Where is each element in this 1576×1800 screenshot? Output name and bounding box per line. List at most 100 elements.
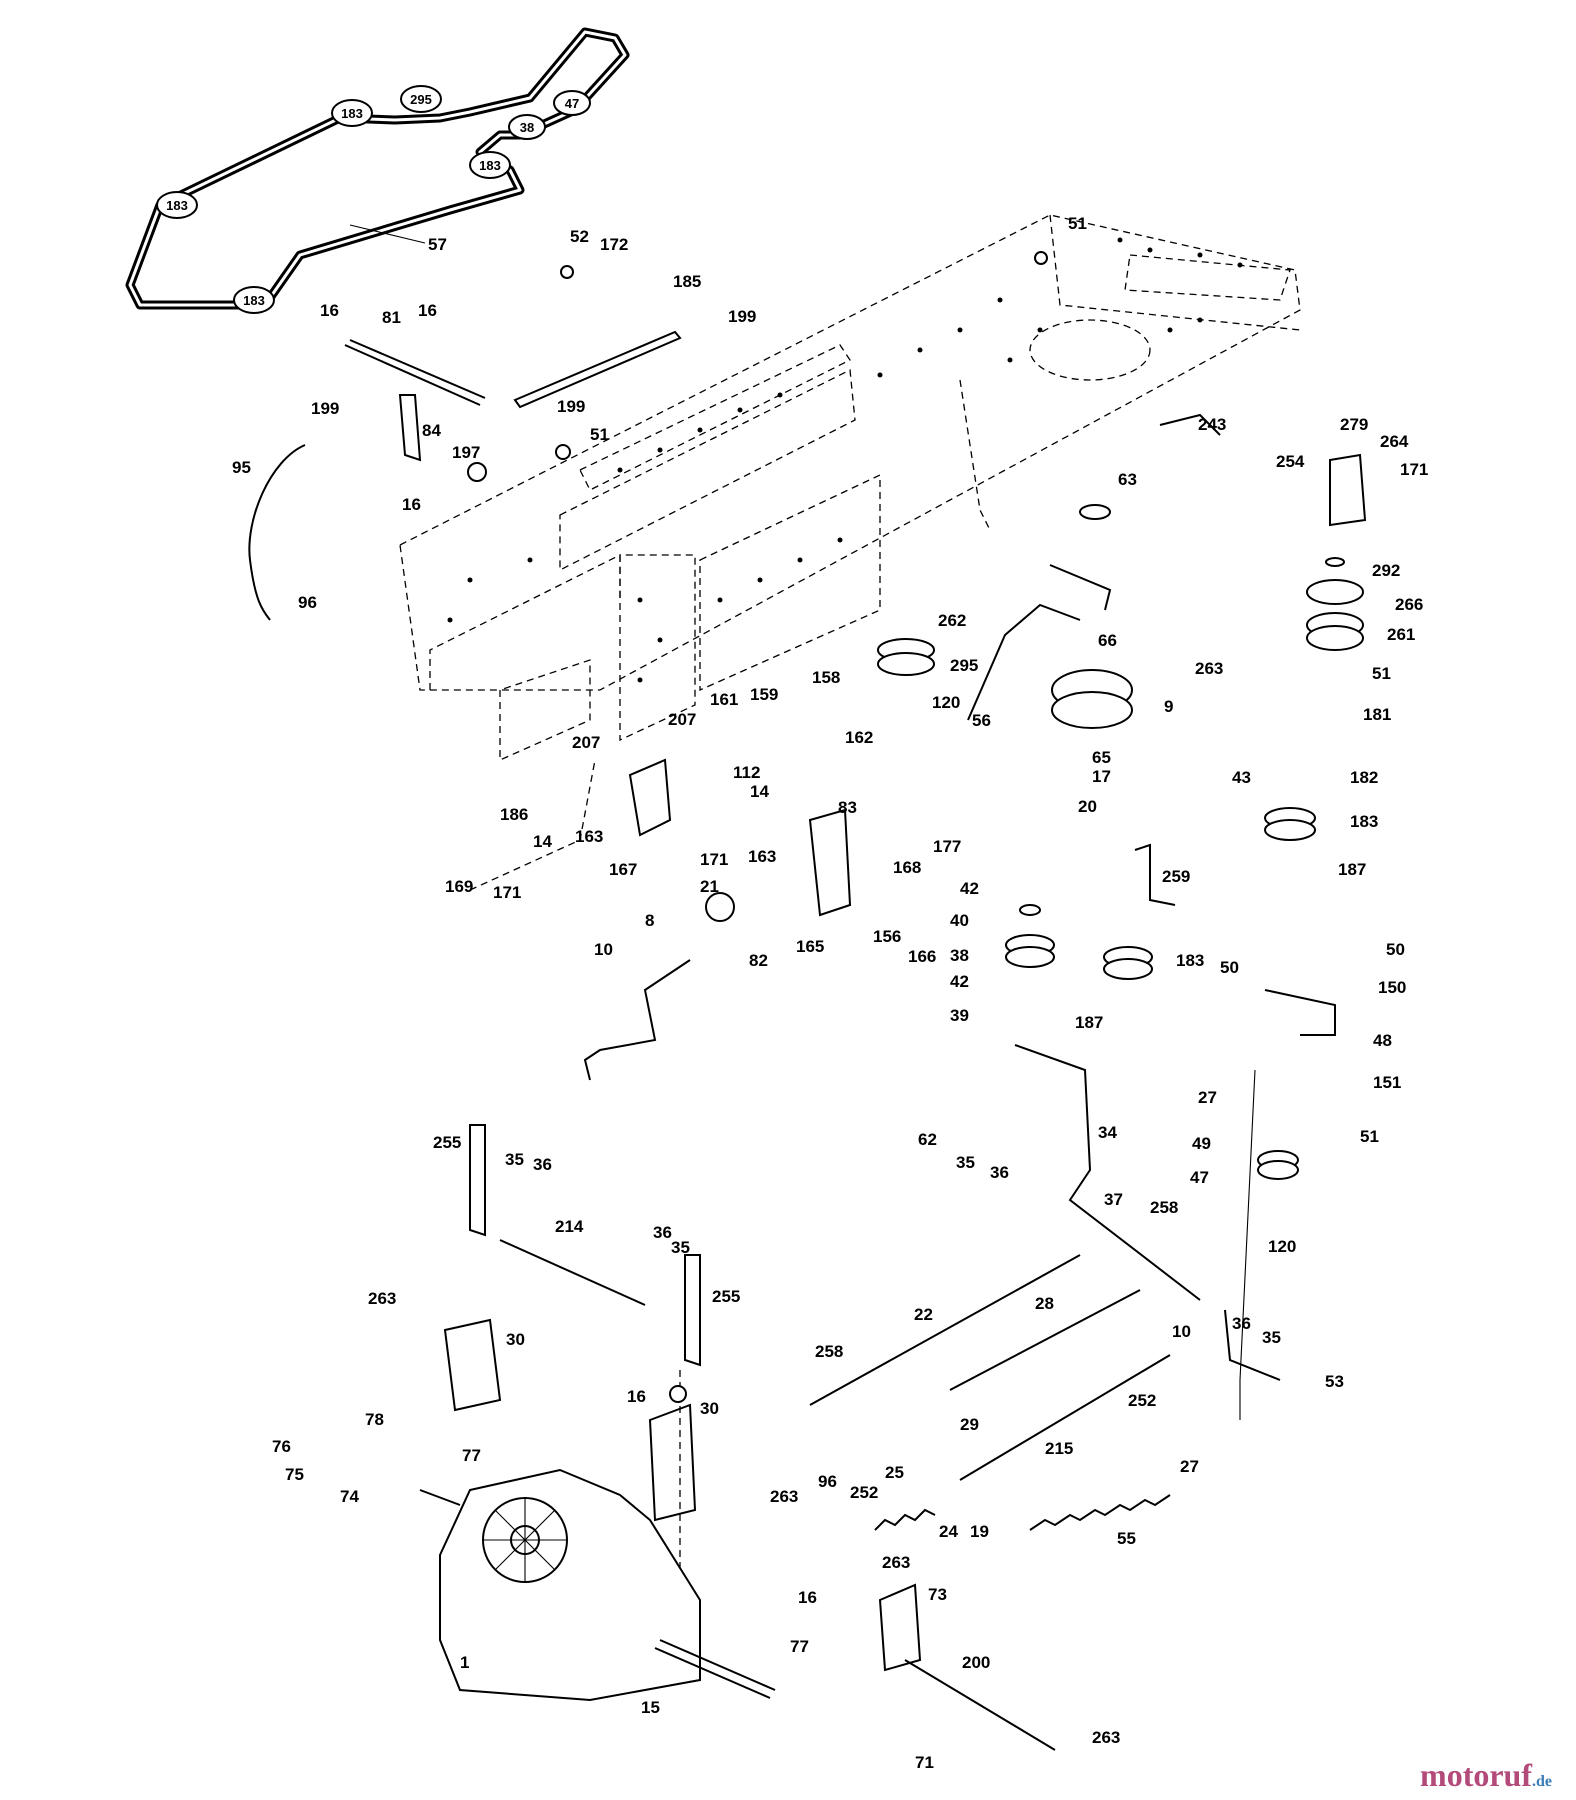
part-label: 199 — [557, 397, 585, 416]
part-label: 50 — [1220, 958, 1239, 977]
part-label: 53 — [1325, 1372, 1344, 1391]
part-label: 172 — [600, 235, 628, 254]
part-label: 254 — [1276, 452, 1305, 471]
part-label: 1 — [460, 1653, 469, 1672]
pulleys — [705, 504, 1364, 1180]
part-label: 214 — [555, 1217, 584, 1236]
part-label: 83 — [838, 798, 857, 817]
part-label: 51 — [590, 425, 609, 444]
part-label: 14 — [533, 832, 552, 851]
pulley-label: 183 — [166, 198, 188, 213]
part-label: 183 — [1176, 951, 1204, 970]
part-label: 279 — [1340, 415, 1368, 434]
part-label: 16 — [798, 1588, 817, 1607]
springs — [874, 1494, 1171, 1531]
part-label: 150 — [1378, 978, 1406, 997]
pulley-label: 183 — [341, 106, 363, 121]
part-label: 112 — [733, 763, 760, 782]
part-label: 151 — [1373, 1073, 1401, 1092]
part-label: 74 — [340, 1487, 359, 1506]
part-label: 186 — [500, 805, 528, 824]
part-label: 258 — [815, 1342, 843, 1361]
part-label: 263 — [882, 1553, 910, 1572]
part-label: 165 — [796, 937, 824, 956]
part-label: 266 — [1395, 595, 1423, 614]
part-label: 27 — [1180, 1457, 1199, 1476]
part-label: 158 — [812, 668, 840, 687]
part-label: 66 — [1098, 631, 1117, 650]
part-label: 8 — [645, 911, 654, 930]
part-label: 55 — [1117, 1529, 1136, 1548]
part-label: 259 — [1162, 867, 1190, 886]
part-label: 171 — [1400, 460, 1428, 479]
part-label: 182 — [1350, 768, 1378, 787]
part-label: 75 — [285, 1465, 304, 1484]
belt-pulleys — [156, 85, 591, 314]
part-label: 35 — [505, 1150, 524, 1169]
part-label: 258 — [1150, 1198, 1178, 1217]
pulley-label: 183 — [479, 158, 501, 173]
part-label: 159 — [750, 685, 778, 704]
part-label: 171 — [700, 850, 728, 869]
part-label: 95 — [232, 458, 251, 477]
part-label: 197 — [452, 443, 480, 462]
part-label: 255 — [433, 1133, 461, 1152]
part-label: 28 — [1035, 1294, 1054, 1313]
part-label: 252 — [1128, 1391, 1156, 1410]
part-label: 215 — [1045, 1439, 1073, 1458]
brackets — [443, 251, 1367, 1672]
part-label: 36 — [990, 1163, 1009, 1182]
part-label: 10 — [1172, 1322, 1191, 1341]
part-label: 16 — [402, 495, 421, 514]
part-label: 30 — [506, 1330, 525, 1349]
part-label: 16 — [627, 1387, 646, 1406]
part-label: 49 — [1192, 1134, 1211, 1153]
part-label: 63 — [1118, 470, 1137, 489]
watermark-brand: motoruf — [1420, 1757, 1532, 1793]
part-label: 187 — [1075, 1013, 1103, 1032]
part-label: 161 — [710, 690, 738, 709]
part-label: 156 — [873, 927, 901, 946]
frame — [399, 214, 1301, 762]
part-label: 14 — [750, 782, 769, 801]
part-label: 35 — [671, 1238, 690, 1257]
part-label: 71 — [915, 1753, 934, 1772]
part-label: 29 — [960, 1415, 979, 1434]
part-label: 166 — [908, 947, 936, 966]
part-label: 38 — [950, 946, 969, 965]
part-label: 292 — [1372, 561, 1400, 580]
part-label: 84 — [422, 421, 441, 440]
watermark-tld: .de — [1532, 1773, 1552, 1790]
part-label: 35 — [956, 1153, 975, 1172]
pulley-label: 183 — [243, 293, 265, 308]
part-label: 199 — [728, 307, 756, 326]
part-label: 16 — [418, 301, 437, 320]
part-label: 22 — [914, 1305, 933, 1324]
part-label: 40 — [950, 911, 969, 930]
part-label: 169 — [445, 877, 473, 896]
part-label: 255 — [712, 1287, 740, 1306]
part-label: 35 — [1262, 1328, 1281, 1347]
part-label: 96 — [818, 1472, 837, 1491]
part-label: 51 — [1372, 664, 1391, 683]
pulley-label: 295 — [410, 92, 432, 107]
part-label: 51 — [1068, 214, 1087, 233]
part-label: 200 — [962, 1653, 990, 1672]
part-label: 96 — [298, 593, 317, 612]
part-label: 163 — [575, 827, 603, 846]
part-label: 171 — [493, 883, 521, 902]
part-label: 15 — [641, 1698, 660, 1717]
part-label: 36 — [1232, 1314, 1251, 1333]
part-label: 56 — [972, 711, 991, 730]
part-label: 177 — [933, 837, 961, 856]
part-label: 43 — [1232, 768, 1251, 787]
part-label: 34 — [1098, 1123, 1117, 1142]
belt-label: 57 — [428, 235, 447, 254]
part-label: 263 — [770, 1487, 798, 1506]
part-label: 77 — [462, 1446, 481, 1465]
part-label: 207 — [572, 733, 600, 752]
drive-belt — [125, 27, 630, 310]
part-label: 295 — [950, 656, 978, 675]
part-label: 24 — [939, 1522, 958, 1541]
part-label: 167 — [609, 860, 637, 879]
